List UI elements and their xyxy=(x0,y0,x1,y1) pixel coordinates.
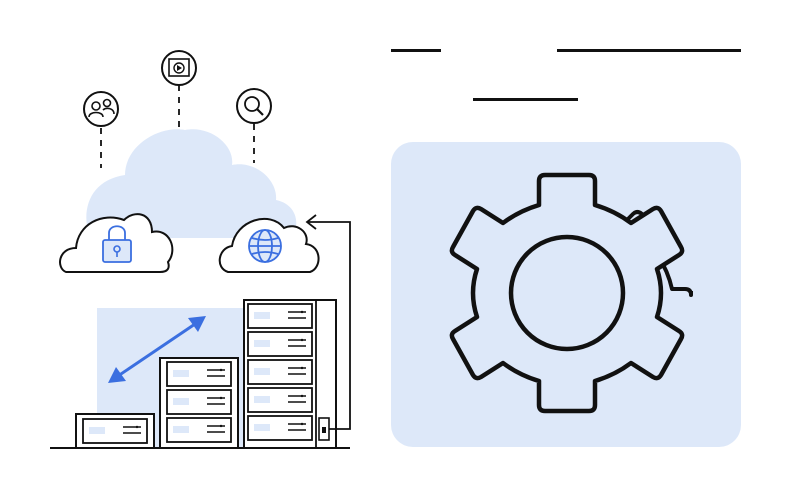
subtitle-placeholder-line xyxy=(473,98,578,101)
double-arrow-icon xyxy=(108,316,206,383)
server-rack-small xyxy=(75,413,155,449)
server-rack-medium xyxy=(159,357,239,449)
server-rack-tall xyxy=(243,299,337,449)
title-placeholder-line-short xyxy=(391,49,441,52)
search-icon xyxy=(236,88,272,124)
gear-body xyxy=(449,172,685,414)
main-cloud xyxy=(86,129,297,238)
lock-icon xyxy=(102,225,132,263)
globe-icon xyxy=(248,229,282,263)
cloud-connector-arrow xyxy=(305,214,351,430)
users-icon xyxy=(83,91,119,127)
video-play-icon xyxy=(161,50,197,86)
title-placeholder-line-long xyxy=(557,49,741,52)
